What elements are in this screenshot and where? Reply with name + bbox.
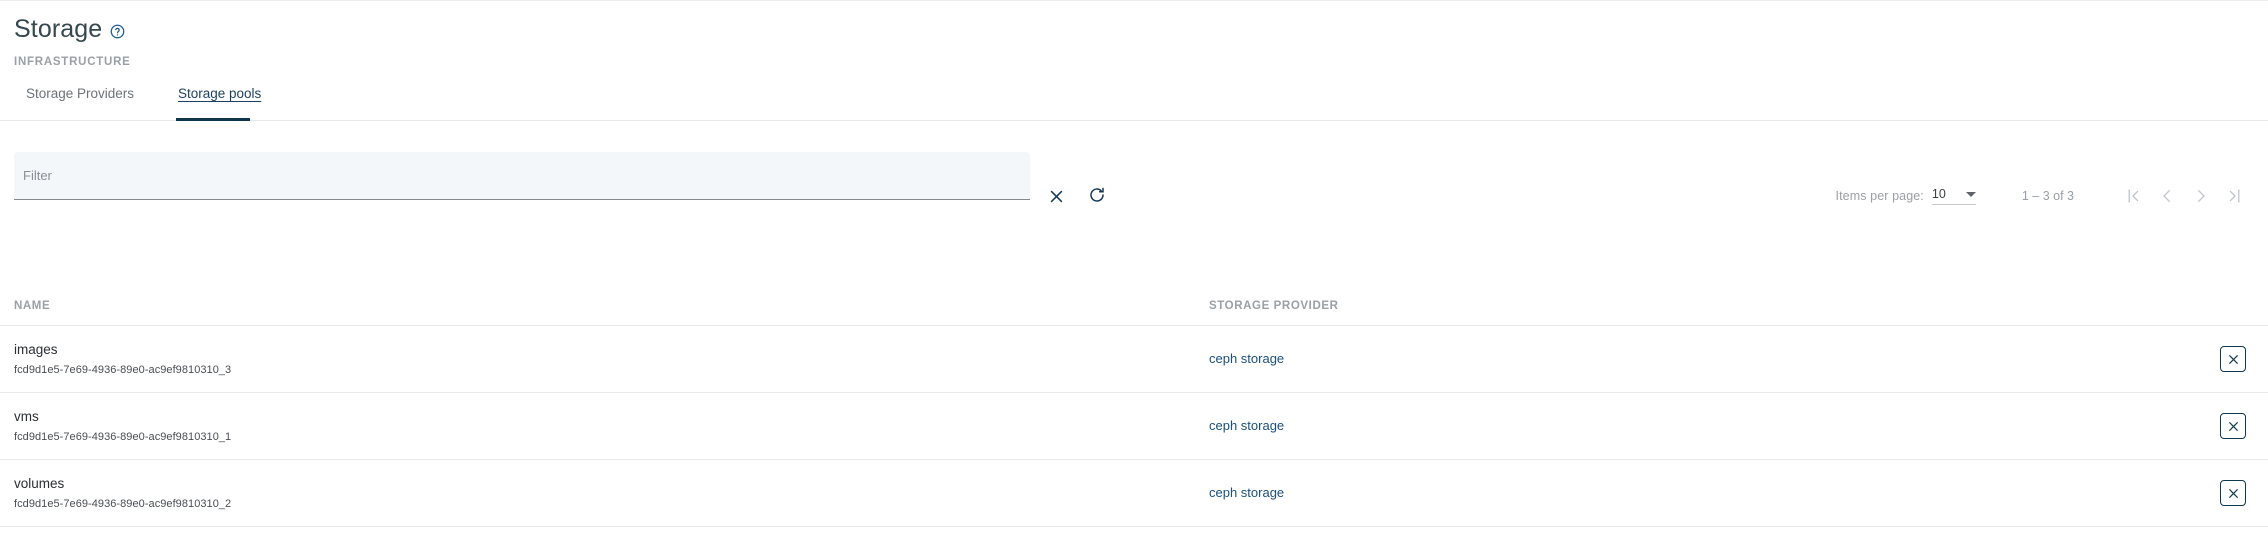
cell-storage-provider: ceph storage	[1209, 484, 2194, 502]
cell-actions	[2194, 413, 2254, 439]
pool-name: vms	[14, 409, 39, 425]
tab-bar: Storage Providers Storage pools	[0, 85, 2268, 121]
page-range-label: 1 – 3 of 3	[2021, 189, 2074, 203]
filter-placeholder: Filter	[23, 168, 52, 183]
cell-name: images fcd9d1e5-7e69-4936-89e0-ac9ef9810…	[14, 342, 1209, 376]
section-label: INFRASTRUCTURE	[14, 56, 131, 68]
table-header-row: NAME STORAGE PROVIDER	[0, 286, 2268, 326]
clear-filter-button[interactable]	[1043, 183, 1069, 209]
column-header-name: NAME	[14, 299, 51, 312]
pool-id: fcd9d1e5-7e69-4936-89e0-ac9ef9810310_2	[14, 497, 232, 510]
storage-provider-link[interactable]: ceph storage	[1209, 351, 1285, 366]
table-row[interactable]: volumes fcd9d1e5-7e69-4936-89e0-ac9ef981…	[0, 460, 2268, 527]
page-header: Storage INFRASTRUCTURE	[0, 0, 2268, 68]
pool-id: fcd9d1e5-7e69-4936-89e0-ac9ef9810310_3	[14, 363, 232, 376]
column-header-storage-provider: STORAGE PROVIDER	[1209, 299, 1339, 312]
help-circle-icon[interactable]	[110, 24, 125, 39]
storage-provider-link[interactable]: ceph storage	[1209, 418, 1285, 433]
table-row[interactable]: images fcd9d1e5-7e69-4936-89e0-ac9ef9810…	[0, 326, 2268, 393]
cell-storage-provider: ceph storage	[1209, 417, 2194, 435]
page-title: Storage	[14, 14, 103, 43]
last-page-button[interactable]	[2218, 179, 2252, 213]
previous-page-button[interactable]	[2150, 179, 2184, 213]
items-per-page-select[interactable]: 10	[1931, 187, 1976, 205]
pool-id: fcd9d1e5-7e69-4936-89e0-ac9ef9810310_1	[14, 430, 232, 443]
tab-active-indicator	[176, 118, 250, 121]
items-per-page-value: 10	[1931, 187, 1946, 201]
cell-name: volumes fcd9d1e5-7e69-4936-89e0-ac9ef981…	[14, 476, 1209, 510]
cell-actions	[2194, 346, 2254, 372]
storage-provider-link[interactable]: ceph storage	[1209, 485, 1285, 500]
tab-storage-pools[interactable]: Storage pools	[178, 86, 262, 101]
page-title-row: Storage	[14, 14, 2268, 44]
tab-storage-providers[interactable]: Storage Providers	[26, 86, 135, 101]
filter-input[interactable]: Filter	[14, 152, 1030, 200]
pool-name: images	[14, 342, 58, 358]
delete-pool-button[interactable]	[2220, 346, 2246, 372]
paginator: Items per page: 10 1 – 3 of 3	[1836, 181, 2252, 211]
cell-name: vms fcd9d1e5-7e69-4936-89e0-ac9ef9810310…	[14, 409, 1209, 443]
first-page-button[interactable]	[2116, 179, 2150, 213]
cell-storage-provider: ceph storage	[1209, 350, 2194, 368]
top-divider	[0, 0, 2268, 1]
delete-pool-button[interactable]	[2220, 480, 2246, 506]
filter-row: Filter Items per page: 10 1 – 3 of 3	[0, 121, 2268, 213]
chevron-down-icon	[1965, 191, 1976, 197]
pool-name: volumes	[14, 476, 65, 492]
items-per-page-label: Items per page:	[1835, 189, 1924, 203]
refresh-button[interactable]	[1084, 182, 1110, 208]
next-page-button[interactable]	[2184, 179, 2218, 213]
cell-actions	[2194, 480, 2254, 506]
delete-pool-button[interactable]	[2220, 413, 2246, 439]
storage-pools-table: NAME STORAGE PROVIDER images fcd9d1e5-7e…	[0, 286, 2268, 527]
table-row[interactable]: vms fcd9d1e5-7e69-4936-89e0-ac9ef9810310…	[0, 393, 2268, 460]
